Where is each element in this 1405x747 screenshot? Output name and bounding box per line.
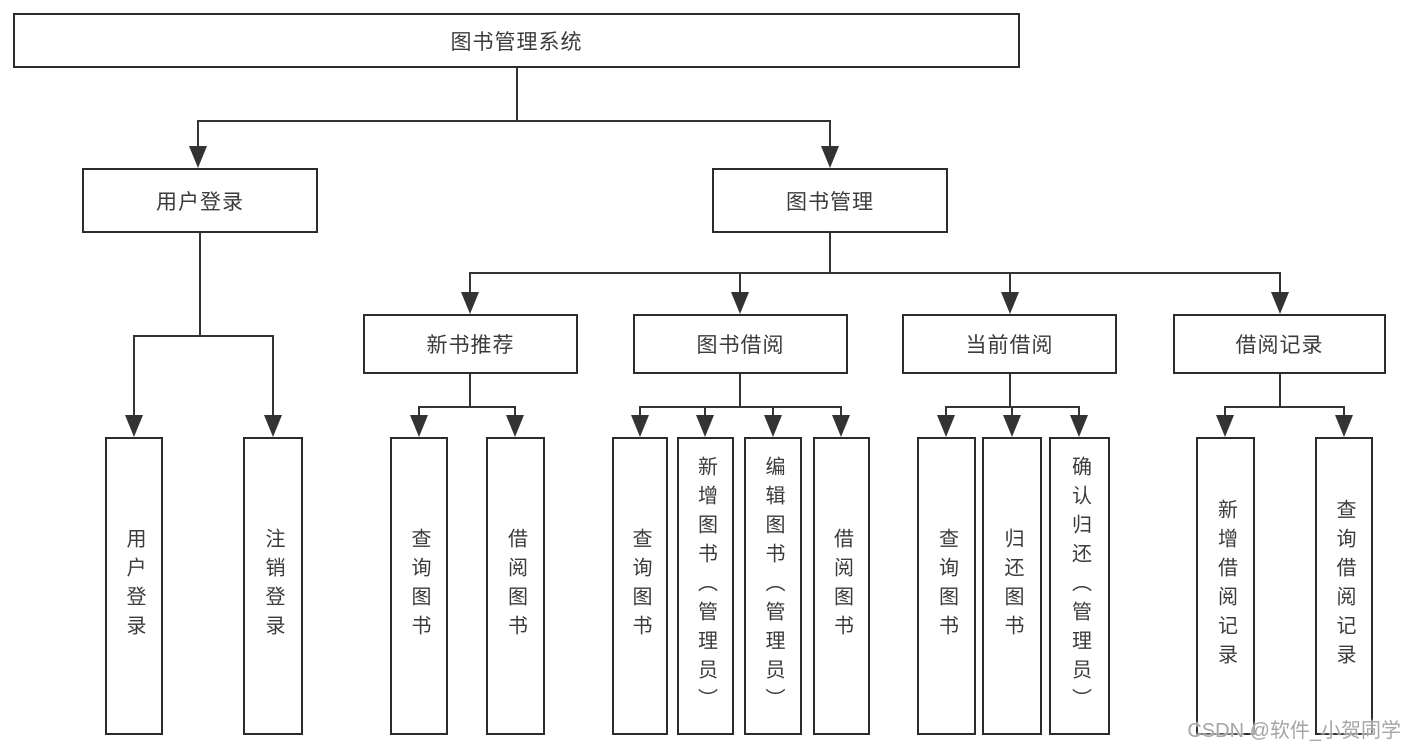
connector-line [516, 68, 518, 122]
connector-line [1343, 406, 1345, 417]
arrow-down-icon [461, 292, 479, 314]
arrow-down-icon [1271, 292, 1289, 314]
connector-line [197, 120, 831, 122]
connector-line [1279, 272, 1281, 294]
node-root-system: 图书管理系统 [13, 13, 1020, 68]
connector-line [704, 406, 706, 417]
connector-line [197, 120, 199, 150]
arrow-down-icon [1070, 415, 1088, 437]
connector-line [639, 406, 641, 417]
arrow-down-icon [937, 415, 955, 437]
connector-line [469, 272, 471, 294]
connector-line [469, 374, 471, 408]
connector-line [272, 335, 274, 417]
connector-line [739, 272, 741, 294]
connector-line [1078, 406, 1080, 417]
arrow-down-icon [506, 415, 524, 437]
node-new-book-recommend: 新书推荐 [363, 314, 578, 374]
arrow-down-icon [1216, 415, 1234, 437]
leaf-query-books-3: 查询图书 [917, 437, 976, 735]
connector-line [133, 335, 274, 337]
connector-line [1279, 374, 1281, 408]
leaf-user-login: 用户登录 [105, 437, 163, 735]
arrow-down-icon [1003, 415, 1021, 437]
arrow-down-icon [832, 415, 850, 437]
leaf-query-books-2: 查询图书 [612, 437, 668, 735]
arrow-down-icon [189, 146, 207, 168]
arrow-down-icon [125, 415, 143, 437]
arrow-down-icon [1335, 415, 1353, 437]
connector-line [418, 406, 516, 408]
node-user-login: 用户登录 [82, 168, 318, 233]
connector-line [772, 406, 774, 417]
node-current-borrow: 当前借阅 [902, 314, 1117, 374]
node-borrow-records: 借阅记录 [1173, 314, 1386, 374]
arrow-down-icon [264, 415, 282, 437]
arrow-down-icon [1001, 292, 1019, 314]
leaf-confirm-return-admin: 确认归还（管理员） [1049, 437, 1110, 735]
connector-line [1009, 374, 1011, 408]
connector-line [840, 406, 842, 417]
connector-line [639, 406, 842, 408]
leaf-edit-books-admin: 编辑图书（管理员） [744, 437, 802, 735]
leaf-query-books-1: 查询图书 [390, 437, 448, 735]
connector-line [133, 335, 135, 417]
leaf-logout: 注销登录 [243, 437, 303, 735]
connector-line [514, 406, 516, 417]
leaf-add-books-admin: 新增图书（管理员） [677, 437, 734, 735]
connector-line [1011, 406, 1013, 417]
node-book-management: 图书管理 [712, 168, 948, 233]
node-book-borrow: 图书借阅 [633, 314, 848, 374]
connector-line [1009, 272, 1011, 294]
leaf-return-books: 归还图书 [982, 437, 1042, 735]
connector-line [829, 120, 831, 150]
arrow-down-icon [764, 415, 782, 437]
leaf-borrow-books-1: 借阅图书 [486, 437, 545, 735]
arrow-down-icon [821, 146, 839, 168]
connector-line [829, 231, 831, 274]
leaf-query-borrow-record: 查询借阅记录 [1315, 437, 1373, 735]
leaf-borrow-books-2: 借阅图书 [813, 437, 870, 735]
connector-line [739, 374, 741, 408]
connector-line [418, 406, 420, 417]
arrow-down-icon [696, 415, 714, 437]
connector-line [945, 406, 947, 417]
arrow-down-icon [731, 292, 749, 314]
arrow-down-icon [410, 415, 428, 437]
connector-line [1224, 406, 1226, 417]
connector-line [1224, 406, 1344, 408]
leaf-add-borrow-record: 新增借阅记录 [1196, 437, 1255, 735]
arrow-down-icon [631, 415, 649, 437]
connector-line [199, 231, 201, 337]
watermark: CSDN @软件_小贺同学 [1187, 720, 1401, 742]
connector-line [470, 272, 1281, 274]
